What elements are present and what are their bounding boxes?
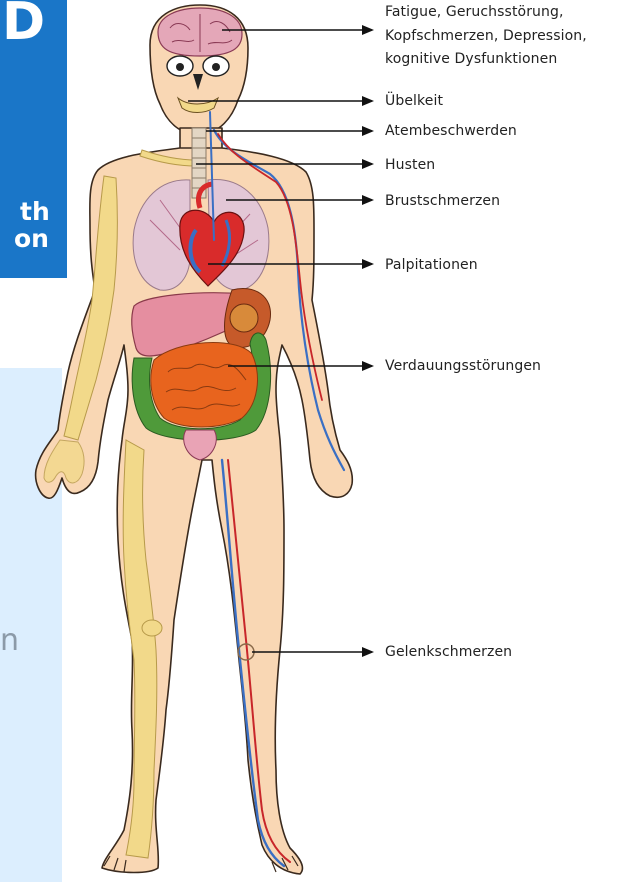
- label-brustschmerzen: Brustschmerzen: [385, 192, 500, 211]
- label-gelenkschmerzen: Gelenkschmerzen: [385, 643, 512, 662]
- label-fatigue: Fatigue, Geruchsstörung,: [385, 3, 564, 22]
- label-palpitationen: Palpitationen: [385, 256, 478, 275]
- small-intestine: [151, 343, 258, 427]
- label-uebelkeit: Übelkeit: [385, 92, 443, 111]
- label-atembeschwerden: Atembeschwerden: [385, 122, 517, 141]
- label-verdauungsstoerungen: Verdauungsstörungen: [385, 357, 541, 376]
- label-kognitive: kognitive Dysfunktionen: [385, 50, 557, 69]
- label-husten: Husten: [385, 156, 435, 175]
- label-kopfschmerzen: Kopfschmerzen, Depression,: [385, 27, 587, 46]
